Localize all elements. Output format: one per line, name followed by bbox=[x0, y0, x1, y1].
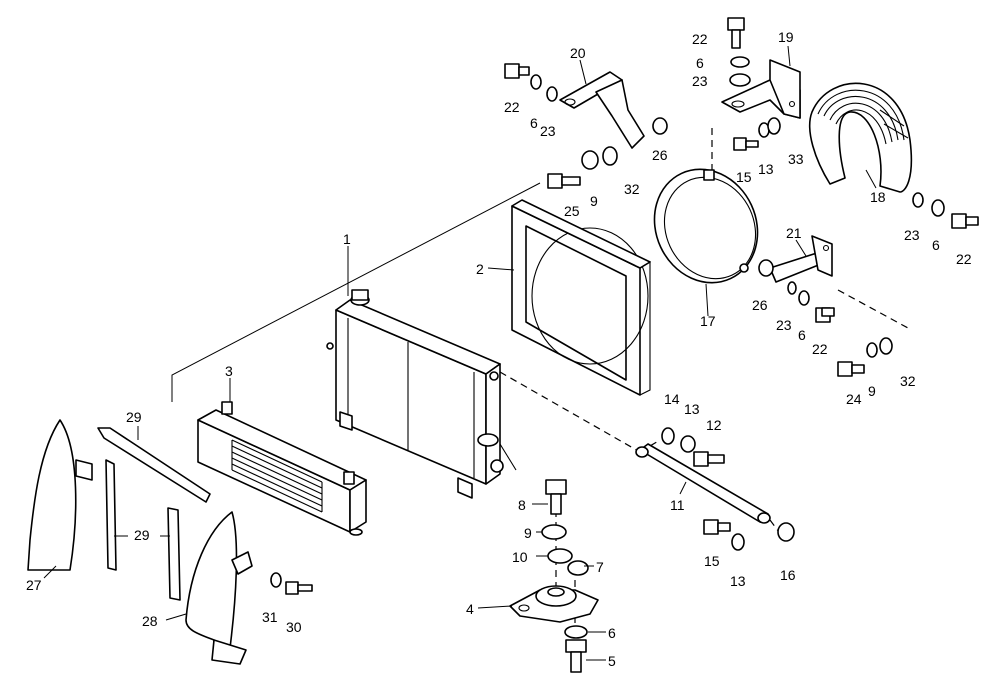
washers bbox=[270, 56, 945, 639]
bracket-20 bbox=[559, 71, 645, 149]
bolt-15-top bbox=[733, 137, 759, 151]
callout-23: 23 bbox=[540, 123, 556, 139]
callout-29: 29 bbox=[126, 409, 142, 425]
callout-22: 22 bbox=[504, 99, 520, 115]
bolt-8 bbox=[545, 479, 567, 515]
callout-8: 8 bbox=[518, 497, 526, 513]
callout-19: 19 bbox=[778, 29, 794, 45]
side-panels bbox=[27, 419, 253, 665]
hose-guard bbox=[808, 82, 913, 193]
bracket-19 bbox=[721, 59, 801, 119]
bolt-5 bbox=[565, 639, 587, 673]
callout-29: 29 bbox=[134, 527, 150, 543]
strip-leaders bbox=[43, 426, 187, 621]
callout-27: 27 bbox=[26, 577, 42, 593]
fan-shroud bbox=[511, 199, 651, 396]
callout-6: 6 bbox=[696, 55, 704, 71]
bolt-22-right bbox=[951, 213, 979, 229]
callout-11: 11 bbox=[670, 497, 685, 513]
callout-15: 15 bbox=[704, 553, 720, 569]
callout-14: 14 bbox=[664, 391, 680, 407]
callout-21: 21 bbox=[786, 225, 802, 241]
bolt-22-mid bbox=[815, 307, 835, 323]
callout-16: 16 bbox=[780, 567, 796, 583]
stay-rod bbox=[635, 443, 771, 524]
callout-23: 23 bbox=[904, 227, 920, 243]
callout-labels: 1 2 3 4 5 6 7 8 9 10 11 12 13 14 15 13 1… bbox=[26, 29, 972, 669]
callout-20: 20 bbox=[570, 45, 586, 61]
callout-4: 4 bbox=[466, 601, 474, 617]
callout-13: 13 bbox=[684, 401, 700, 417]
bolt-24 bbox=[837, 361, 865, 377]
callout-6: 6 bbox=[530, 115, 538, 131]
callout-2: 2 bbox=[476, 261, 484, 277]
callout-26: 26 bbox=[652, 147, 668, 163]
callout-23: 23 bbox=[692, 73, 708, 89]
callout-1: 1 bbox=[343, 231, 351, 247]
callout-leaders bbox=[229, 45, 877, 661]
callout-13: 13 bbox=[758, 161, 774, 177]
callout-28: 28 bbox=[142, 613, 158, 629]
assembly-lines bbox=[171, 128, 909, 642]
callout-22: 22 bbox=[812, 341, 828, 357]
callout-13: 13 bbox=[730, 573, 746, 589]
bolt-22-top bbox=[727, 17, 745, 49]
callout-12: 12 bbox=[706, 417, 722, 433]
callout-18: 18 bbox=[870, 189, 886, 205]
fasteners bbox=[285, 17, 979, 673]
bolt-15-bottom bbox=[703, 519, 731, 535]
bolt-22-left bbox=[504, 63, 530, 79]
callout-22: 22 bbox=[692, 31, 708, 47]
callout-3: 3 bbox=[225, 363, 233, 379]
oil-cooler bbox=[197, 401, 367, 536]
callout-9: 9 bbox=[524, 525, 532, 541]
callout-22: 22 bbox=[956, 251, 972, 267]
callout-5: 5 bbox=[608, 653, 616, 669]
bolt-30 bbox=[285, 581, 313, 595]
callout-6: 6 bbox=[608, 625, 616, 641]
callout-32: 32 bbox=[900, 373, 916, 389]
callout-9: 9 bbox=[590, 193, 598, 209]
callout-32: 32 bbox=[624, 181, 640, 197]
callout-6: 6 bbox=[932, 237, 940, 253]
callout-30: 30 bbox=[286, 619, 302, 635]
bracket-21 bbox=[769, 235, 833, 283]
callout-15: 15 bbox=[736, 169, 752, 185]
callout-10: 10 bbox=[512, 549, 528, 565]
bolt-12 bbox=[693, 451, 725, 467]
callout-9: 9 bbox=[868, 383, 876, 399]
callout-6: 6 bbox=[798, 327, 806, 343]
rubber-mount bbox=[509, 585, 599, 623]
radiator bbox=[326, 289, 517, 499]
callout-33: 33 bbox=[788, 151, 804, 167]
fan-ring bbox=[653, 168, 759, 284]
callout-23: 23 bbox=[776, 317, 792, 333]
callout-26: 26 bbox=[752, 297, 768, 313]
callout-24: 24 bbox=[846, 391, 862, 407]
callout-25: 25 bbox=[564, 203, 580, 219]
callout-31: 31 bbox=[262, 609, 278, 625]
callout-7: 7 bbox=[596, 559, 604, 575]
bolt-25 bbox=[547, 173, 581, 189]
callout-17: 17 bbox=[700, 313, 716, 329]
